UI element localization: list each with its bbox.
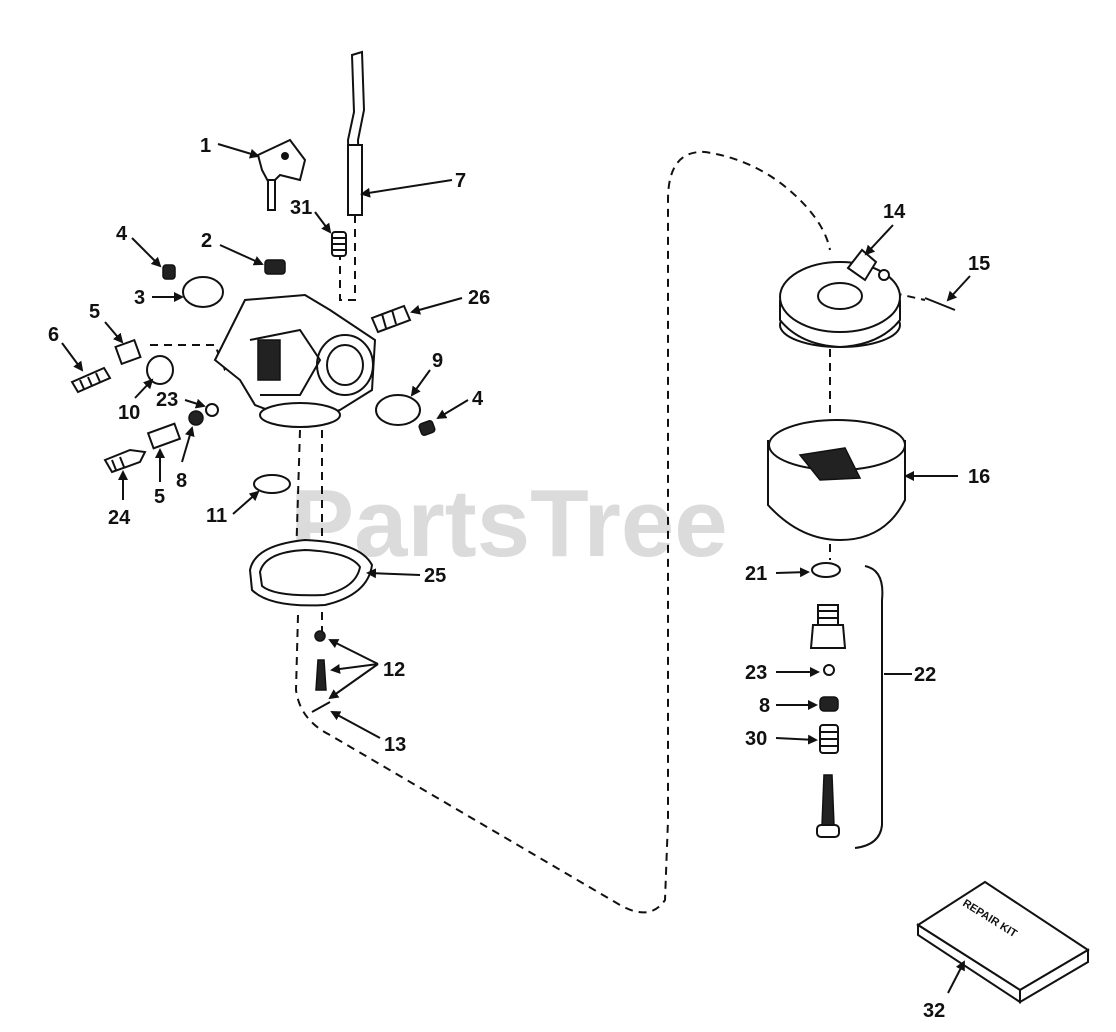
- fitting-5a-part: [114, 338, 142, 366]
- callout-4a: 4: [116, 223, 128, 245]
- callout-8b: 8: [759, 695, 770, 717]
- callout-23a: 23: [156, 389, 178, 411]
- callout-25: 25: [424, 565, 446, 587]
- repair-kit-part: REPAIR KIT: [916, 880, 1090, 1004]
- needle-12b-part: [315, 659, 327, 691]
- throttle-bracket-part: [256, 138, 307, 211]
- needle-24-part: [103, 448, 147, 474]
- callout-21: 21: [745, 563, 767, 585]
- callout-22: 22: [914, 664, 936, 686]
- carburetor-body-part: [213, 293, 377, 428]
- washer-21-part: [811, 562, 841, 578]
- callout-9: 9: [432, 350, 443, 372]
- callout-13: 13: [384, 734, 406, 756]
- throttle-plate-part: [182, 276, 224, 308]
- seal-11-part: [253, 474, 291, 494]
- idle-screw-6-part: [70, 366, 112, 394]
- fitting-26-part: [370, 304, 412, 334]
- callout-15: 15: [968, 253, 990, 275]
- nut-8b-part: [819, 696, 839, 712]
- screw-4b-part: [418, 420, 436, 436]
- hinge-pin-15-part: [924, 297, 956, 311]
- callout-24: 24: [108, 507, 131, 529]
- throttle-link-part: [346, 50, 366, 216]
- oring-23a-part: [205, 403, 219, 417]
- float-14-part: [779, 248, 901, 349]
- callout-30: 30: [745, 728, 767, 750]
- callout-2: 2: [201, 230, 212, 252]
- callout-32: 32: [923, 1000, 945, 1022]
- callout-4b: 4: [472, 388, 484, 410]
- bowl-nut-22-part: [809, 604, 847, 649]
- spring-30-part: [819, 724, 839, 754]
- washer-10-part: [146, 355, 174, 385]
- callout-10: 10: [118, 402, 140, 424]
- callout-12: 12: [383, 659, 405, 681]
- screw-4a-part: [162, 264, 176, 280]
- callout-1: 1: [200, 135, 211, 157]
- assembly-bracket-22: [854, 565, 884, 849]
- leader-lines: [61, 143, 971, 994]
- callout-31: 31: [290, 197, 312, 219]
- bowl-gasket-part: [248, 538, 374, 607]
- callout-3: 3: [134, 287, 145, 309]
- callout-labels: 1 7 31 4 2 3 26 5 6 9 4 10 23 8 5 24 11 …: [48, 135, 990, 1022]
- screw-22-part: [816, 774, 840, 838]
- callout-5b: 5: [154, 486, 165, 508]
- seat-12a-part: [314, 630, 326, 642]
- float-bowl-16-part: [767, 419, 906, 542]
- spring-31-part: [331, 231, 347, 257]
- fitting-5b-part: [146, 422, 182, 450]
- throttle-axis: [339, 215, 356, 301]
- choke-plate-part: [375, 394, 421, 426]
- spring-2-part: [264, 259, 286, 275]
- assembly-dashed-line: [294, 150, 831, 914]
- callout-6: 6: [48, 324, 59, 346]
- callout-16: 16: [968, 466, 990, 488]
- callout-11: 11: [206, 505, 227, 527]
- callout-7: 7: [455, 170, 466, 192]
- nut-8a-part: [188, 410, 204, 426]
- oring-23b-part: [823, 664, 835, 676]
- callout-8a: 8: [176, 470, 187, 492]
- callout-26: 26: [468, 287, 490, 309]
- callout-5a: 5: [89, 301, 100, 323]
- pin-13-part: [311, 701, 331, 713]
- callout-14: 14: [883, 201, 906, 223]
- callout-23b: 23: [745, 662, 767, 684]
